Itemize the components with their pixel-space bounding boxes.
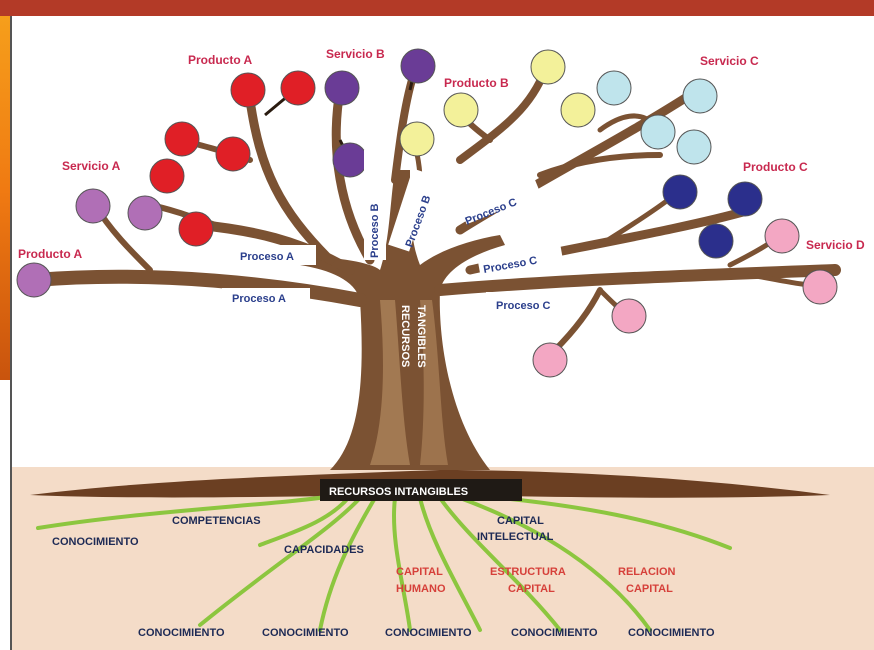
fruit-pink <box>533 343 567 377</box>
fruit-yellow <box>400 122 434 156</box>
fruit-navy <box>699 224 733 258</box>
label-conocimiento-bottom: CONOCIMIENTO <box>511 627 598 639</box>
label-relacion-2: CAPITAL <box>626 583 673 595</box>
fruit-purple <box>401 49 435 83</box>
fruit-red <box>179 212 213 246</box>
label-capacidades: CAPACIDADES <box>284 544 364 556</box>
fruit-red <box>150 159 184 193</box>
label-conocimiento-bottom: CONOCIMIENTO <box>628 627 715 639</box>
fruit-yellow <box>531 50 565 84</box>
label-producto-b: Producto B <box>444 76 509 90</box>
label-conocimiento-bottom: CONOCIMIENTO <box>138 627 225 639</box>
fruit-purple <box>333 143 367 177</box>
label-conocimiento-bottom: CONOCIMIENTO <box>385 627 472 639</box>
label-recursos-intangibles: RECURSOS INTANGIBLES <box>329 486 468 498</box>
fruit-navy <box>728 182 762 216</box>
label-proceso-c-3: Proceso C <box>496 300 550 312</box>
label-servicio-b: Servicio B <box>326 47 385 61</box>
label-servicio-c: Servicio C <box>700 54 759 68</box>
fruit-lilac <box>17 263 51 297</box>
fruit-cyan <box>677 130 711 164</box>
label-proceso-a-upper: Proceso A <box>240 251 294 263</box>
label-estructura-1: ESTRUCTURA <box>490 566 566 578</box>
label-producto-c: Producto C <box>743 160 808 174</box>
fruit-cyan <box>683 79 717 113</box>
label-capital-intelectual-1: CAPITAL <box>497 515 544 527</box>
fruit-yellow <box>444 93 478 127</box>
label-conocimiento-bottom: CONOCIMIENTO <box>262 627 349 639</box>
fruit-purple <box>325 71 359 105</box>
fruit-red <box>281 71 315 105</box>
fruit-navy <box>663 175 697 209</box>
label-relacion-1: RELACION <box>618 566 676 578</box>
top-band <box>0 0 874 16</box>
fruit-cyan <box>597 71 631 105</box>
ground-border <box>10 16 12 650</box>
label-trunk-2: TANGIBLES <box>415 305 427 368</box>
label-servicio-a: Servicio A <box>62 159 121 173</box>
fruit-red <box>231 73 265 107</box>
label-trunk-1: RECURSOS <box>399 305 411 367</box>
fruit-pink <box>803 270 837 304</box>
label-proceso-a-lower: Proceso A <box>232 293 286 305</box>
fruit-pink <box>765 219 799 253</box>
label-capital-humano-2: HUMANO <box>396 583 446 595</box>
label-proceso-b-1: Proceso B <box>369 204 381 258</box>
fruit-cyan <box>641 115 675 149</box>
fruit-pink <box>612 299 646 333</box>
fruit-lilac <box>76 189 110 223</box>
fruit-lilac <box>128 196 162 230</box>
label-conocimiento-left: CONOCIMIENTO <box>52 536 139 548</box>
label-producto-a-left: Producto A <box>18 247 83 261</box>
branch-left-main <box>35 277 360 300</box>
label-estructura-2: CAPITAL <box>508 583 555 595</box>
label-capital-humano-1: CAPITAL <box>396 566 443 578</box>
label-producto-a-top: Producto A <box>188 53 253 67</box>
fruit-yellow <box>561 93 595 127</box>
branch-right-mid3 <box>540 155 660 175</box>
fruit-red <box>165 122 199 156</box>
label-servicio-d: Servicio D <box>806 238 865 252</box>
label-competencias: COMPETENCIAS <box>172 515 261 527</box>
fruit-red <box>216 137 250 171</box>
label-capital-intelectual-2: INTELECTUAL <box>477 531 554 543</box>
